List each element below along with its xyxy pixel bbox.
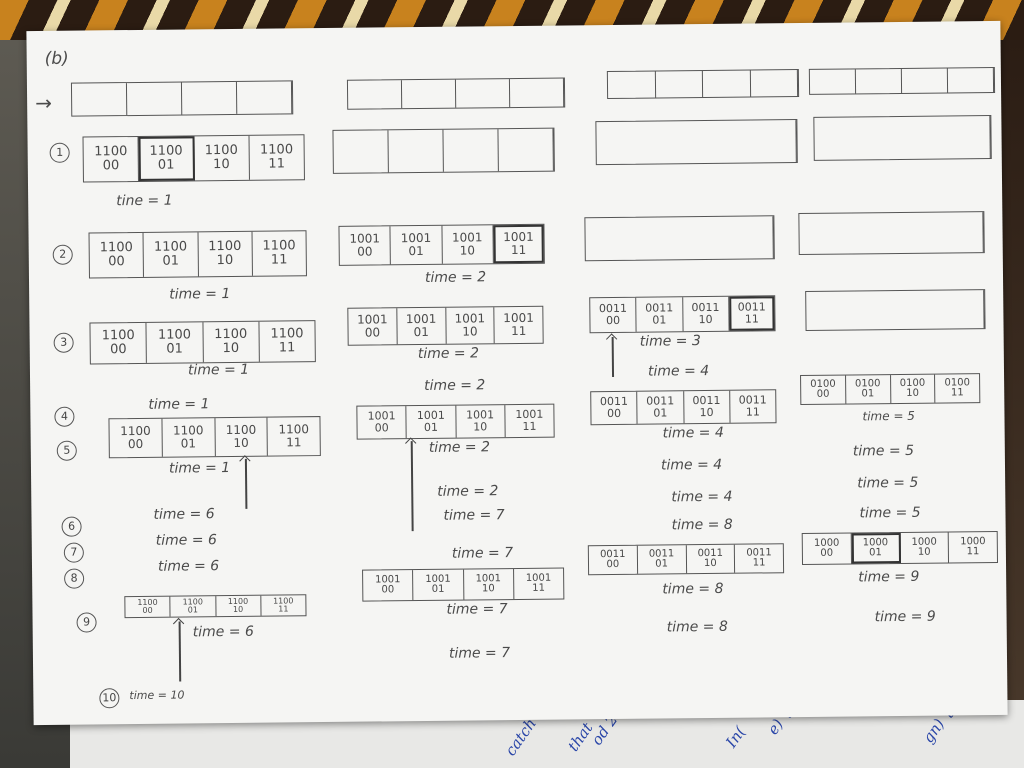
frame-table-empty xyxy=(332,127,555,174)
time-label: time = 1 xyxy=(169,285,231,303)
frame-table-empty xyxy=(606,69,800,100)
time-label: time = 2 xyxy=(437,483,499,500)
time-label: time = 7 xyxy=(446,601,508,618)
time-label: time = 7 xyxy=(451,545,514,562)
pointer-arrow xyxy=(611,336,614,378)
step-number: 3 xyxy=(53,332,74,353)
pointer-arrow xyxy=(410,441,414,532)
time-label: time = 1 xyxy=(148,396,210,413)
time-label: time = 4 xyxy=(662,424,724,442)
time-label: time = 10 xyxy=(129,688,185,703)
time-label: time = 8 xyxy=(662,580,724,598)
frame-table-empty xyxy=(798,211,985,256)
pointer-arrow xyxy=(178,621,181,682)
time-label: time = 3 xyxy=(639,333,701,350)
time-label: time = 2 xyxy=(424,269,487,286)
time-label: time = 6 xyxy=(153,506,215,523)
time-label: time = 4 xyxy=(647,362,710,380)
frame-table-empty xyxy=(805,289,986,331)
time-label: time = 4 xyxy=(660,456,723,474)
step-number: 9 xyxy=(76,612,97,633)
time-label: time = 1 xyxy=(187,361,250,379)
time-label: time = 5 xyxy=(862,408,915,424)
time-label: time = 9 xyxy=(858,568,920,586)
time-label: time = 8 xyxy=(666,618,728,636)
time-label: time = 1 xyxy=(168,460,231,477)
frame-table-empty xyxy=(813,115,992,161)
frame-table-empty xyxy=(584,215,775,262)
frame-table-empty xyxy=(70,80,294,117)
time-label: time = 6 xyxy=(155,532,217,549)
step-number: 6 xyxy=(61,516,82,537)
time-label: time = 4 xyxy=(671,488,733,506)
time-label: tine = 1 xyxy=(116,192,173,210)
time-label: time = 6 xyxy=(192,623,254,641)
heading: (b) xyxy=(44,48,69,69)
time-label: time = 2 xyxy=(417,345,480,363)
step-number: 10 xyxy=(99,688,120,709)
time-label: time = 6 xyxy=(157,558,220,575)
step-number: 5 xyxy=(56,440,77,461)
time-label: time = 5 xyxy=(857,474,919,492)
frame-table-empty xyxy=(346,77,566,110)
frame-table-empty xyxy=(595,119,798,166)
time-label: time = 7 xyxy=(448,645,511,662)
step-number: 7 xyxy=(63,542,84,563)
initial-arrow: → xyxy=(35,90,53,116)
time-label: time = 5 xyxy=(852,442,915,460)
step-number: 1 xyxy=(49,142,70,163)
frame-table-empty xyxy=(808,66,996,95)
time-label: time = 9 xyxy=(874,608,936,626)
time-label: time = 7 xyxy=(443,507,505,524)
pointer-arrow xyxy=(244,458,247,509)
time-label: time = 2 xyxy=(428,439,491,456)
time-label: time = 5 xyxy=(859,504,921,522)
step-number: 8 xyxy=(64,568,85,589)
step-number: 4 xyxy=(54,406,75,427)
time-label: time = 8 xyxy=(671,516,733,534)
step-number: 2 xyxy=(52,244,73,265)
time-label: time = 2 xyxy=(424,377,486,394)
